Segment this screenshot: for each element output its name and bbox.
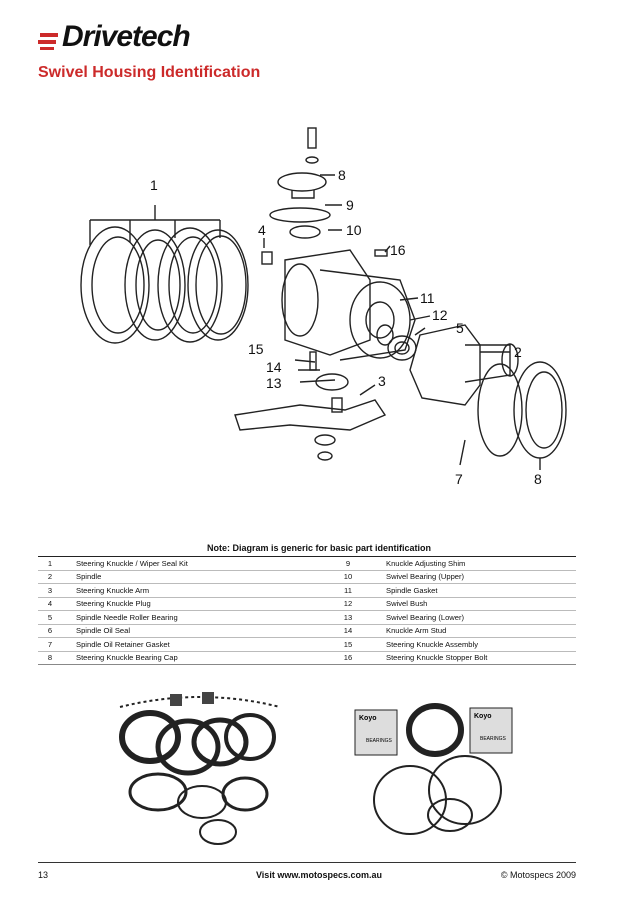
- part-number: 7: [47, 639, 53, 649]
- part-number: 11: [344, 585, 352, 595]
- callout-16: 16: [390, 242, 406, 258]
- part-number: 13: [343, 612, 353, 622]
- callout-8b: 8: [534, 471, 542, 487]
- knuckle-housing: [261, 249, 416, 361]
- website-link[interactable]: Visit www.motospecs.com.au: [255, 870, 383, 880]
- table-row: 4 Steering Knuckle Plug 12 Swivel Bush: [38, 598, 576, 611]
- part-name: Steering Knuckle / Wiper Seal Kit: [76, 558, 188, 568]
- callout-14: 14: [266, 359, 282, 375]
- part-name: Steering Knuckle Arm: [76, 585, 150, 595]
- callout-9: 9: [346, 197, 354, 213]
- part-number: 15: [343, 639, 353, 649]
- table-row: 1 Steering Knuckle / Wiper Seal Kit 9 Knuck…: [38, 557, 576, 571]
- top-cap-assembly: [269, 127, 331, 239]
- part-name: Swivel Bearing (Upper): [386, 572, 465, 582]
- part-number: 10: [343, 572, 353, 582]
- callout-10: 10: [346, 222, 362, 238]
- callout-11: 11: [420, 290, 435, 306]
- exploded-parts-diagram: 1 8 9 4 10 16 11 12 5 15 2 14 13 3 7 8: [80, 127, 567, 487]
- spindle: [409, 324, 519, 406]
- part-name: Steering Knuckle Bearing Cap: [76, 653, 178, 663]
- callout-1: 1: [150, 177, 158, 193]
- seal-kit-rings: [80, 205, 249, 344]
- part-name: Knuckle Arm Stud: [386, 626, 447, 636]
- callout-12: 12: [432, 307, 448, 323]
- koyo-box-label-2: Koyo: [474, 713, 492, 720]
- part-number: 5: [47, 612, 53, 622]
- callout-5: 5: [456, 320, 464, 336]
- part-name: Spindle Needle Roller Bearing: [76, 612, 178, 622]
- table-row: 6 Spindle Oil Seal 14 Knuckle Arm Stud: [38, 625, 576, 638]
- part-name: Swivel Bush: [386, 599, 428, 609]
- copyright: © Motospecs 2009: [500, 870, 576, 880]
- brand-name: Drivetech: [62, 20, 191, 53]
- spindle-gasket-seal: [459, 361, 567, 470]
- part-name: Spindle: [76, 572, 102, 582]
- part-number: 14: [343, 626, 353, 636]
- page-title: Swivel Housing Identification: [38, 64, 261, 81]
- lower-arm-assembly: [234, 351, 387, 461]
- table-row: 8 Steering Knuckle Bearing Cap 16 Steering …: [38, 652, 576, 665]
- part-name: Spindle Oil Retainer Gasket: [76, 639, 170, 649]
- koyo-box-label-1: Koyo: [359, 715, 377, 722]
- callout-8: 8: [338, 167, 346, 183]
- diagram-note: Note: Diagram is generic for basic part …: [206, 543, 432, 553]
- footer-divider: [38, 862, 576, 863]
- callout-3: 3: [378, 373, 386, 389]
- table-row: 2 Spindle 10 Swivel Bearing (Upper): [38, 571, 576, 584]
- part-number: 9: [345, 558, 351, 568]
- callout-4: 4: [258, 222, 266, 238]
- part-number: 6: [47, 626, 53, 636]
- part-name: Spindle Gasket: [386, 585, 438, 595]
- swivel-bush-bearing: [376, 324, 417, 361]
- table-row: 7 Spindle Oil Retainer Gasket 15 Steering K…: [38, 638, 576, 652]
- part-number: 16: [343, 653, 353, 663]
- page-number: 13: [38, 870, 49, 880]
- part-name: Spindle Oil Seal: [76, 626, 131, 636]
- part-name: Steering Knuckle Stopper Bolt: [386, 653, 488, 663]
- table-row: 5 Spindle Needle Roller Bearing 13 Swivel B…: [38, 611, 576, 625]
- callout-13: 13: [266, 375, 282, 391]
- part-name: Steering Knuckle Assembly: [386, 639, 479, 649]
- part-number: 3: [47, 585, 53, 595]
- part-number: 4: [47, 599, 53, 609]
- seal-kit-photo: [119, 692, 281, 845]
- koyo-box-sub-2: BEARINGS: [480, 736, 507, 742]
- brand-logo: Drivetech: [38, 20, 218, 56]
- drivetech-mark-icon: [38, 33, 58, 50]
- callout-15: 15: [248, 341, 264, 357]
- part-name: Knuckle Adjusting Shim: [386, 558, 466, 568]
- koyo-box-sub-1: BEARINGS: [366, 738, 393, 744]
- callout-7: 7: [455, 471, 463, 487]
- part-number: 8: [47, 653, 53, 663]
- part-name: Steering Knuckle Plug: [76, 599, 151, 609]
- bearing-kit-photo: Koyo Koyo BEARINGS BEARINGS: [354, 703, 513, 835]
- table-row: 3 Steering Knuckle Arm 11 Spindle Gasket: [38, 584, 576, 598]
- part-number: 12: [343, 599, 353, 609]
- callout-2: 2: [514, 344, 522, 360]
- part-number: 2: [47, 572, 53, 582]
- diagram-callouts: 1 8 9 4 10 16 11 12 5 15 2 14 13 3 7 8: [150, 167, 542, 487]
- part-number: 1: [47, 558, 53, 568]
- part-name: Swivel Bearing (Lower): [386, 612, 465, 622]
